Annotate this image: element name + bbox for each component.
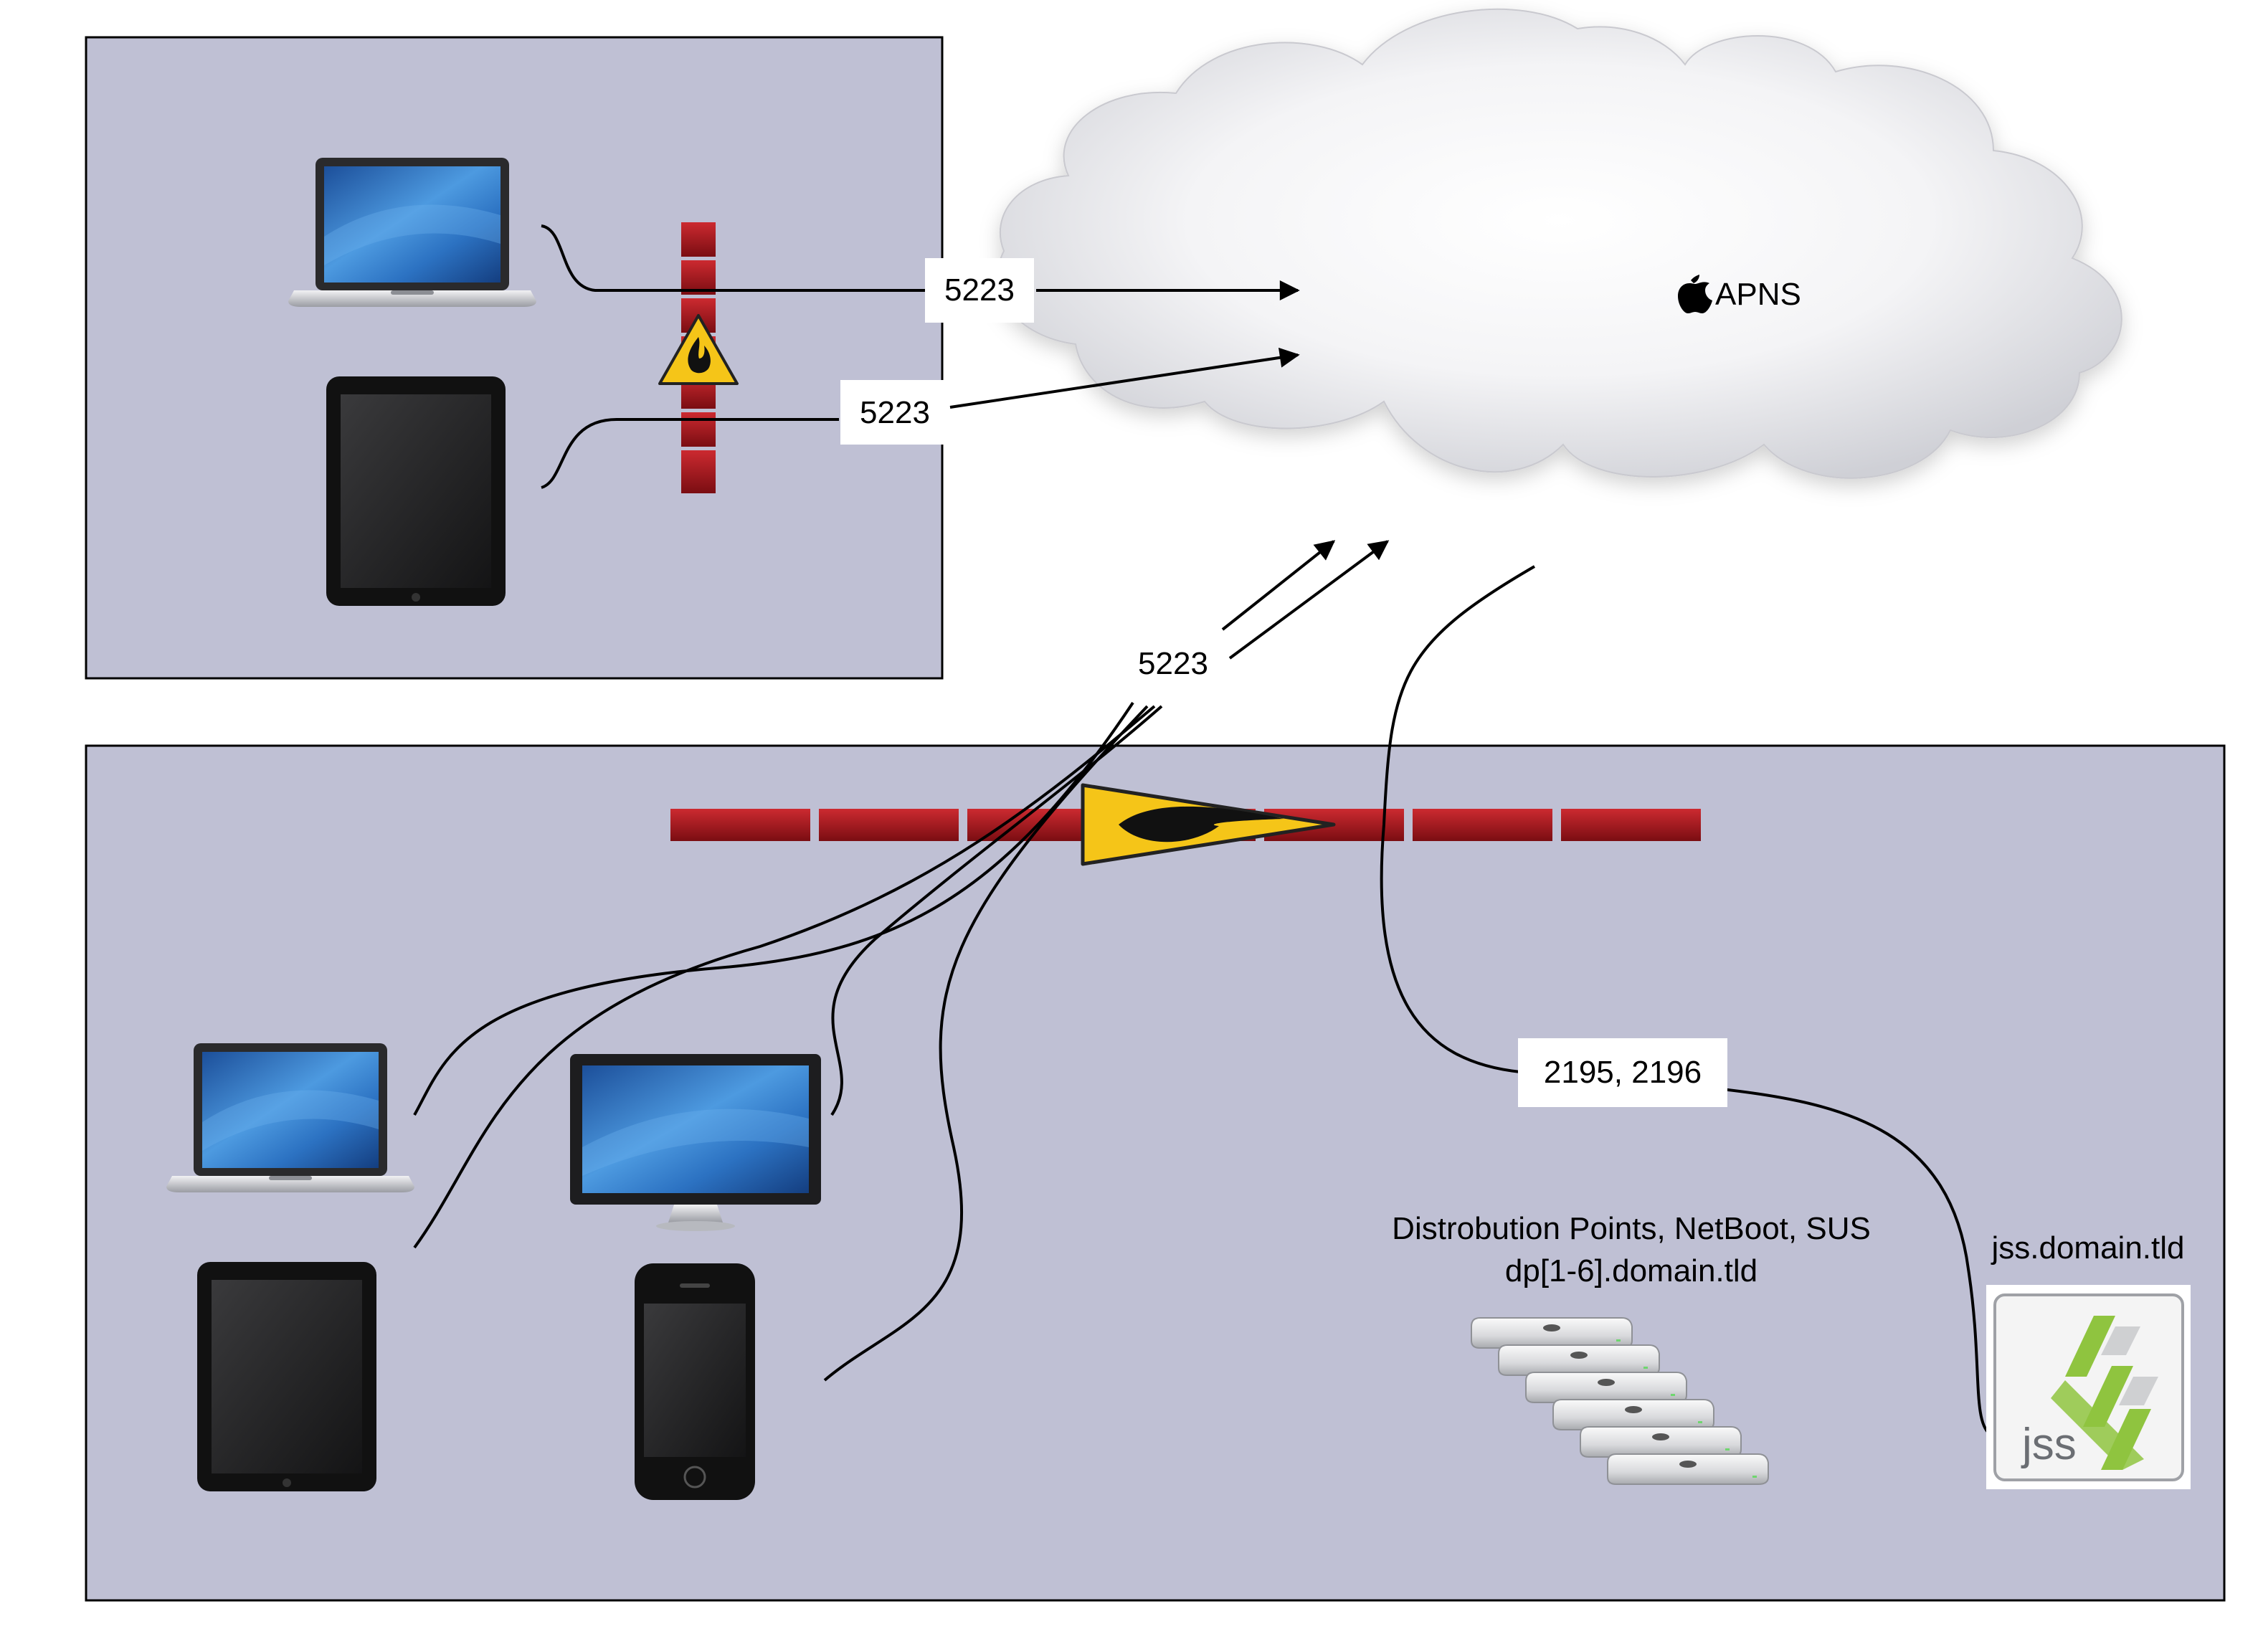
internal-tablet (197, 1262, 376, 1491)
internal-desktop-link (830, 705, 1163, 1116)
jss-host-label: jss.domain.tld (1990, 1230, 2184, 1266)
port-label-remote-laptop: 5223 (925, 258, 1034, 323)
mac-mini-server-icon (1525, 1372, 1687, 1403)
jss-logo-icon: jss (1986, 1285, 2191, 1489)
svg-text:2195, 2196: 2195, 2196 (1544, 1055, 1702, 1090)
fire-warning-icon (1081, 783, 1336, 866)
svg-text:5223: 5223 (944, 272, 1015, 308)
svg-text:5223: 5223 (860, 395, 930, 430)
desktop-monitor-icon (570, 1054, 821, 1231)
mac-mini-server-icon (1580, 1426, 1742, 1458)
apns-cloud (997, 8, 2122, 479)
remote-tablet (326, 376, 506, 606)
internal-laptop-link (413, 701, 1134, 1116)
internal-arrow-1 (1221, 540, 1336, 631)
internal-network-zone (85, 744, 2226, 1602)
internal-firewall (670, 783, 1701, 866)
internal-tablet-link (413, 705, 1156, 1249)
svg-text:jss: jss (2021, 1420, 2077, 1469)
apns-label-group: APNS (1678, 275, 1801, 313)
port-label-internal-devices: 5223 (1119, 631, 1228, 696)
remote-laptop (288, 158, 536, 307)
svg-text:5223: 5223 (1138, 646, 1208, 681)
port-label-remote-tablet: 5223 (840, 380, 949, 445)
remote-firewall (658, 222, 739, 493)
internal-desktop (570, 1054, 821, 1231)
internal-phone-link (823, 705, 1149, 1382)
tablet-icon (197, 1262, 376, 1491)
mac-mini-server-icon (1552, 1399, 1714, 1430)
laptop-icon (288, 158, 536, 307)
port-label-jss-apns: 2195, 2196 (1518, 1038, 1727, 1107)
remote-network-zone (85, 36, 944, 680)
phone-icon (635, 1263, 755, 1500)
internal-phone (635, 1263, 755, 1500)
distribution-points-host: dp[1-6].domain.tld (1505, 1253, 1757, 1288)
internal-laptop (166, 1043, 414, 1192)
remote-laptop-link (541, 224, 925, 292)
laptop-icon (166, 1043, 414, 1192)
jss-apns-link (1380, 565, 1991, 1435)
fire-warning-icon (658, 314, 739, 385)
apns-label: APNS (1715, 277, 1801, 312)
mac-mini-server-icon (1607, 1453, 1769, 1485)
remote-tablet-link (541, 418, 839, 489)
distribution-points-title: Distrobution Points, NetBoot, SUS (1392, 1211, 1871, 1246)
mac-mini-server-icon (1498, 1344, 1660, 1376)
internal-arrow-2 (1228, 540, 1390, 660)
remote-tablet-arrow (949, 347, 1300, 409)
apple-logo-icon (1678, 275, 1712, 313)
mac-mini-server-icon (1471, 1317, 1633, 1349)
tablet-icon (326, 376, 506, 606)
